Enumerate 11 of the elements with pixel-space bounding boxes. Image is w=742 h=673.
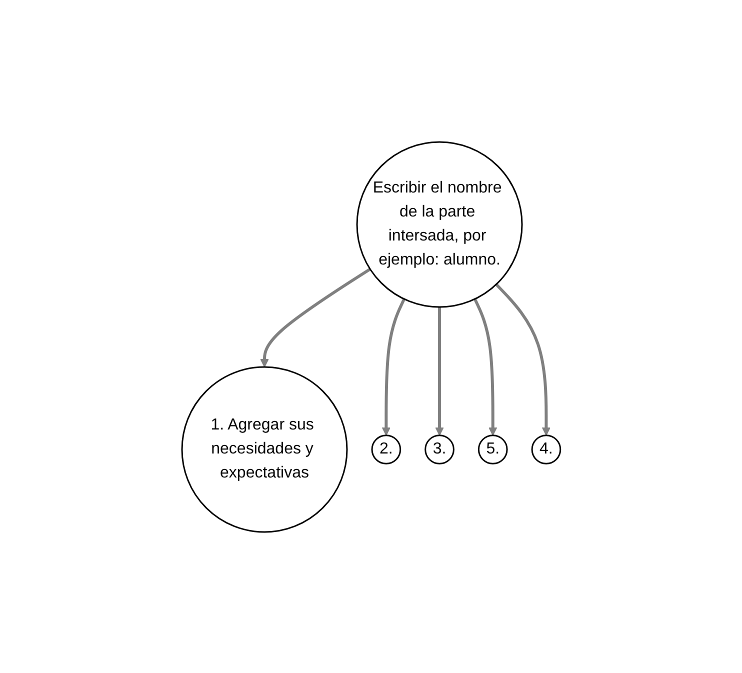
node-circle: 4. [531, 434, 561, 464]
node-circle: Escribir el nombre de la parte intersada, por ejemplo: alumno. [356, 140, 523, 308]
node-circle: 1. Agregar sus necesidades y expectativas [181, 366, 348, 532]
arrow [260, 267, 371, 367]
arrow [434, 306, 444, 436]
node-circle: 5. [478, 434, 508, 464]
arrow [495, 282, 550, 436]
arrow [382, 298, 406, 436]
arrow [473, 298, 498, 436]
node-circle: 2. [371, 434, 401, 464]
node-circle: 3. [424, 434, 454, 464]
